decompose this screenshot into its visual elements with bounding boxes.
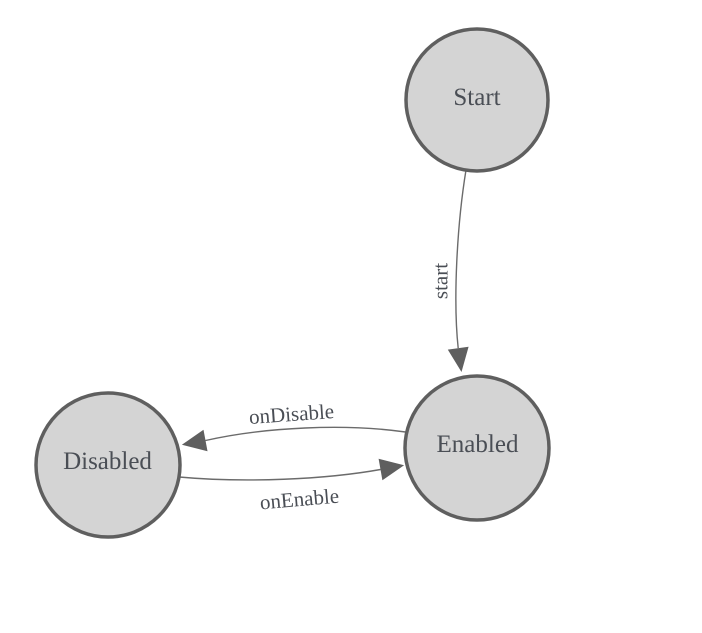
arrowhead-right-icon	[378, 458, 405, 481]
edge-label-ondisable: onDisable	[248, 399, 335, 429]
node-circle-disabled[interactable]	[34, 391, 182, 539]
node-start[interactable]: Start	[404, 27, 550, 173]
edge-label-start: start	[429, 263, 453, 299]
edge-start-to-enabled: start	[429, 169, 469, 372]
node-disabled[interactable]: Disabled	[34, 391, 182, 539]
node-circle-enabled[interactable]	[403, 374, 551, 522]
edge-disabled-to-enabled: onEnable	[178, 458, 405, 515]
node-circle-start[interactable]	[404, 27, 550, 173]
edge-label-onenable: onEnable	[259, 484, 340, 515]
node-label-enabled: Enabled	[437, 431, 519, 458]
edge-path-onenable	[178, 468, 381, 481]
node-enabled[interactable]: Enabled	[403, 374, 551, 522]
edge-path-start	[455, 169, 467, 349]
node-label-disabled: Disabled	[63, 448, 152, 475]
edge-enabled-to-disabled: onDisable	[181, 399, 406, 452]
edge-path-ondisable	[205, 426, 406, 442]
node-label-start: Start	[453, 84, 500, 111]
arrowhead-down-icon	[447, 346, 469, 372]
arrowhead-left-icon	[181, 429, 208, 452]
